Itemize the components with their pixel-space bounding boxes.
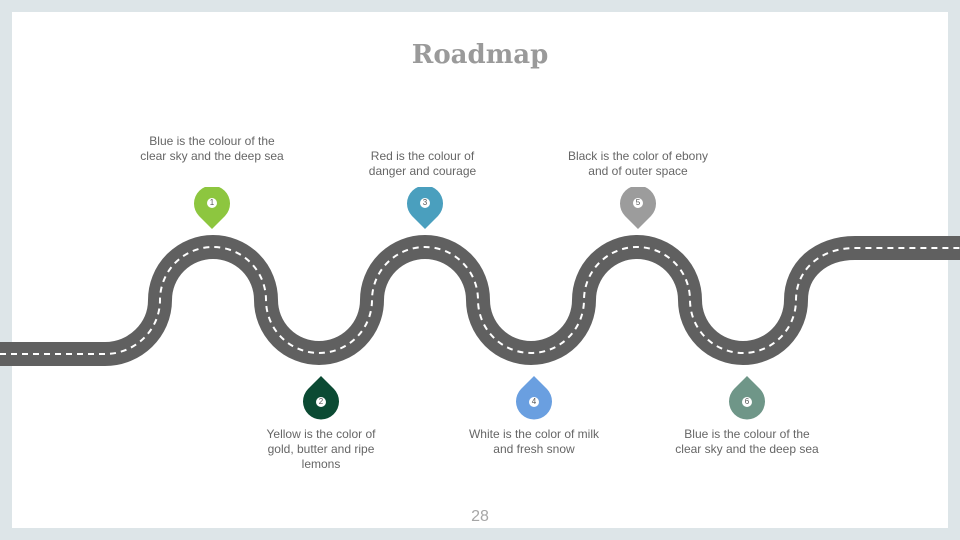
milestone-number-3: 3	[422, 198, 428, 207]
milestone-number-1: 1	[209, 198, 215, 207]
milestone-number-4: 4	[531, 397, 537, 406]
milestone-pin-4: 4	[516, 376, 552, 420]
milestone-pin-2: 2	[303, 376, 339, 420]
milestone-label-3: Red is the colour of danger and courage	[368, 149, 477, 178]
milestone-label-2: Yellow is the color of gold, butter and …	[266, 427, 376, 471]
milestone-pin-6: 6	[729, 376, 765, 420]
milestone-number-5: 5	[635, 198, 641, 207]
milestone-label-4: White is the color of milk and fresh sno…	[468, 427, 600, 456]
milestone-number-2: 2	[318, 397, 324, 406]
milestone-pin-5: 5	[620, 187, 656, 231]
milestone-label-6: Blue is the colour of the clear sky and …	[675, 427, 819, 456]
milestone-label-5: Black is the color of ebony and of outer…	[567, 149, 709, 178]
milestone-pin-1: 1	[194, 187, 230, 231]
milestone-number-6: 6	[744, 397, 750, 406]
page-number: 28	[471, 508, 489, 525]
milestone-pin-3: 3	[407, 187, 443, 231]
road-lane-markings	[0, 246, 960, 355]
slide-title: Roadmap	[411, 40, 549, 70]
milestone-label-1: Blue is the colour of the clear sky and …	[140, 134, 284, 163]
